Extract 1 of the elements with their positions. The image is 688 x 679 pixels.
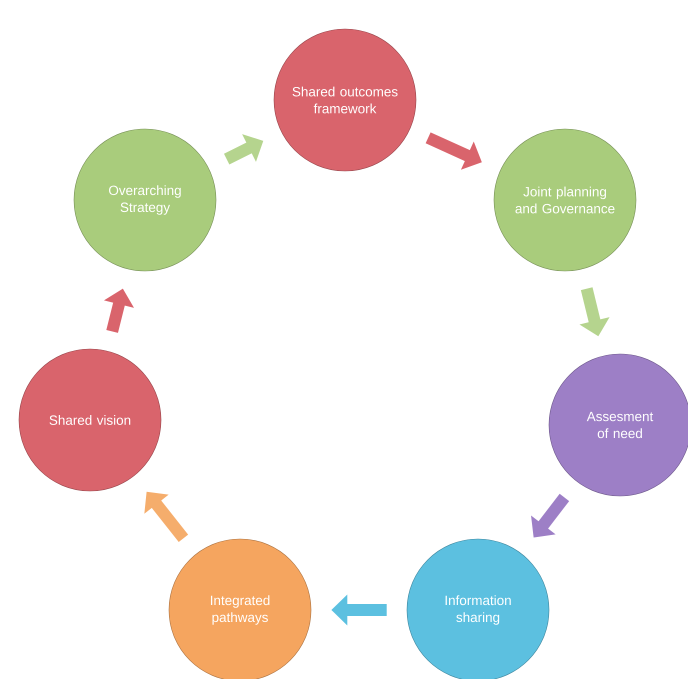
arrow [144,492,188,542]
